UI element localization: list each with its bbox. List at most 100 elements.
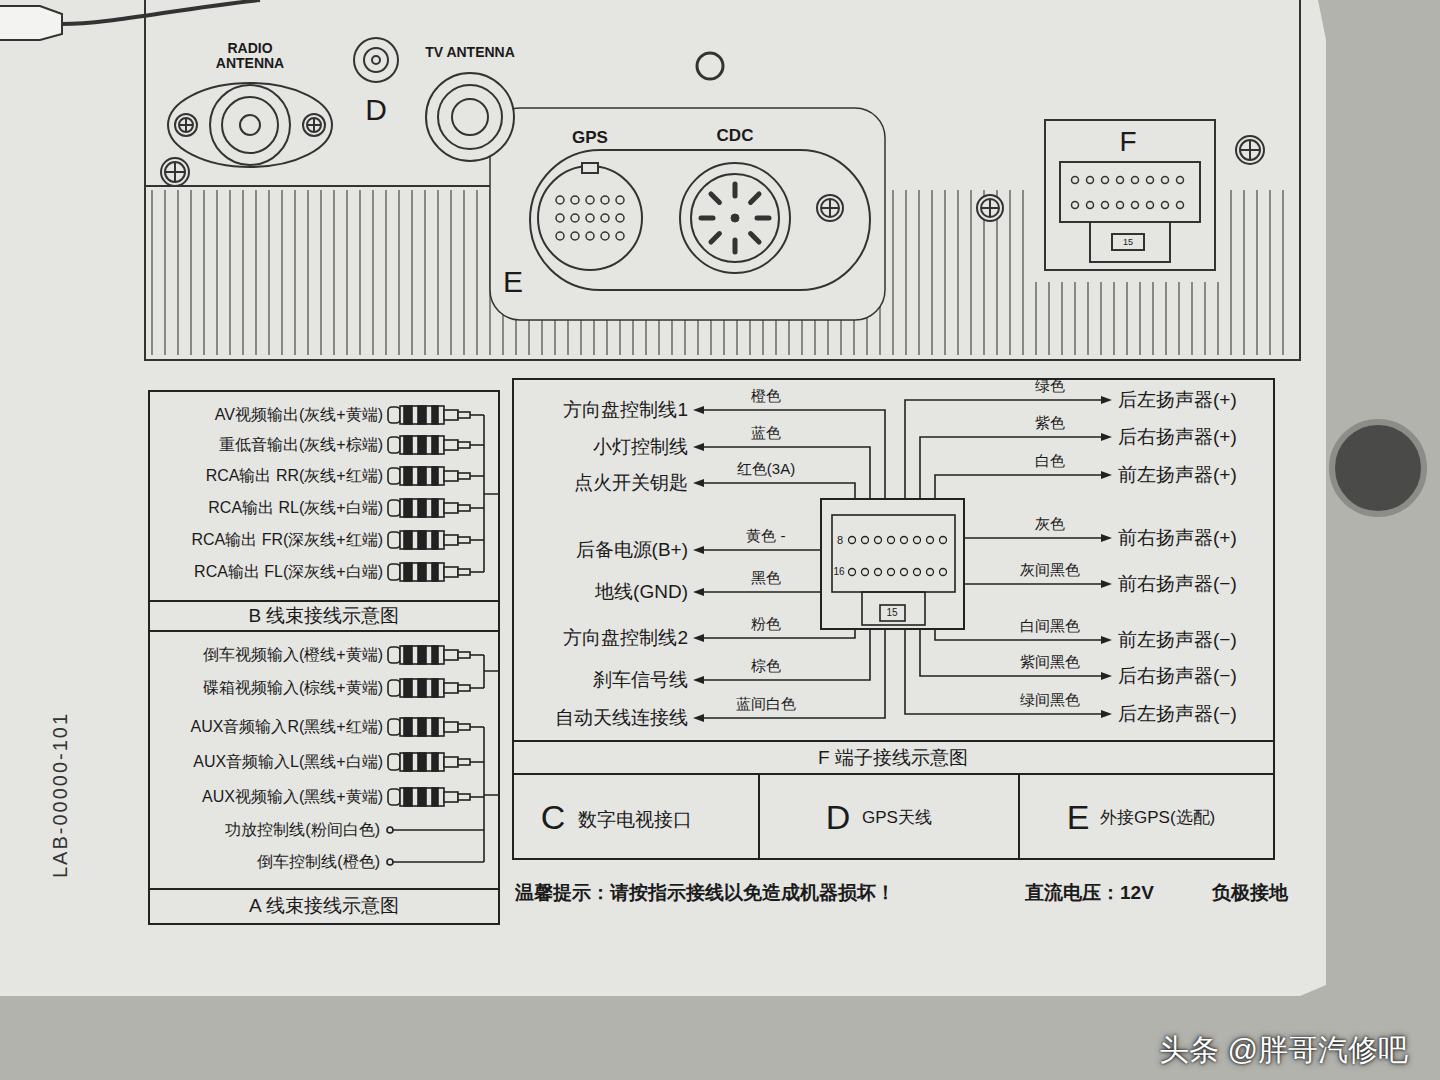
f-socket-pin xyxy=(1132,202,1139,209)
harness-panel: AV视频输出(灰线+黄端)重低音输出(灰线+棕端)RCA输出 RR(灰线+红端)… xyxy=(148,390,500,632)
fin xyxy=(437,190,438,355)
f-wire xyxy=(703,550,820,592)
panel-title: F 端子接线示意图 xyxy=(512,740,1275,775)
connector-pin xyxy=(927,569,934,576)
gps-cdc-sockets xyxy=(538,166,642,270)
plug-band xyxy=(418,788,426,806)
plug-neck xyxy=(444,567,458,577)
plug-band xyxy=(404,499,412,517)
harness-line: 倒车控制线(橙色) xyxy=(257,853,380,871)
plug-neck xyxy=(444,471,458,481)
terminal-panel: 方向盘控制线1橙色绿色后左扬声器(+)小灯控制线蓝色紫色后右扬声器(+)点火开关… xyxy=(512,378,1275,775)
screw xyxy=(303,114,325,136)
arrowhead xyxy=(693,546,704,554)
arrowhead xyxy=(1101,471,1112,479)
housing-outline xyxy=(145,0,1300,360)
wire-color: 紫色 xyxy=(1035,414,1065,431)
harness-bus xyxy=(387,827,393,833)
fin xyxy=(333,190,334,355)
signal-name: 后右扬声器(−) xyxy=(1118,665,1237,687)
tv-antenna-socket xyxy=(438,85,502,149)
cable-plug xyxy=(0,0,260,40)
plug-band xyxy=(404,436,412,454)
f-socket-pin xyxy=(1147,202,1154,209)
connector-pin xyxy=(849,537,856,544)
screw xyxy=(307,118,321,132)
gps-pin xyxy=(616,196,624,204)
harness-line: AUX视频输入(黑线+黄端) xyxy=(202,788,383,806)
fin xyxy=(1282,190,1283,355)
legend-cell: C数字电视接口 xyxy=(512,773,760,860)
fin xyxy=(398,190,399,355)
cdc-pin xyxy=(731,214,739,222)
arrowhead xyxy=(1101,672,1112,680)
fin xyxy=(463,190,464,355)
plug-body xyxy=(400,753,444,771)
gps-pin xyxy=(601,196,609,204)
plug-band xyxy=(418,718,426,736)
f-wire xyxy=(703,410,885,498)
screw-cross xyxy=(166,163,184,181)
screw-cross xyxy=(180,119,192,131)
arrowhead xyxy=(693,406,704,414)
signal-name: 方向盘控制线2 xyxy=(563,627,688,649)
harness-line: RCA输出 RL(灰线+白端) xyxy=(208,499,383,517)
harness-bus xyxy=(484,415,500,572)
fin xyxy=(385,190,386,355)
gps-pin xyxy=(586,214,594,222)
cdc-pin xyxy=(751,194,759,202)
signal-name: 后右扬声器(+) xyxy=(1118,426,1237,448)
plug-body xyxy=(400,679,444,697)
f-socket xyxy=(1090,222,1170,262)
harness-bus xyxy=(390,830,484,862)
fin xyxy=(1269,190,1270,355)
pin-number: 16 xyxy=(833,566,844,578)
screw xyxy=(175,114,197,136)
screw xyxy=(817,195,843,221)
cell-text: GPS天线 xyxy=(862,808,932,828)
plug-band xyxy=(418,467,426,485)
gps-pin xyxy=(586,232,594,240)
arrowhead xyxy=(693,479,704,487)
f-socket-pin xyxy=(1087,177,1094,184)
cable-plug xyxy=(0,6,62,40)
radio-antenna-socket xyxy=(168,83,332,167)
screw xyxy=(161,114,1264,221)
harness-line: 功放控制线(粉间白色) xyxy=(225,821,380,839)
screw-cross xyxy=(308,119,320,131)
connector-pin xyxy=(862,537,869,544)
cell-letter: E xyxy=(1067,798,1090,837)
fin xyxy=(1243,190,1244,355)
fin xyxy=(294,190,295,355)
plug-tip xyxy=(458,505,470,511)
connector-pin xyxy=(862,569,869,576)
plug-band xyxy=(404,718,412,736)
wire-color: 白间黑色 xyxy=(1020,617,1080,634)
legend-cell: D GPS天线 xyxy=(758,773,1020,860)
f-socket-pin xyxy=(1162,202,1169,209)
connector-pin xyxy=(888,537,895,544)
connector-pin xyxy=(914,569,921,576)
fin xyxy=(970,190,971,355)
plug-wire xyxy=(470,761,484,763)
arrowhead xyxy=(1101,396,1112,404)
cell-letter: D xyxy=(826,798,851,837)
panel-title-text: A 线束接线示意图 xyxy=(249,895,399,917)
plug-band xyxy=(432,788,438,806)
plug-cap xyxy=(388,789,400,805)
plug-band xyxy=(432,679,438,697)
panel-title-text: F 端子接线示意图 xyxy=(818,747,968,769)
metal-ground xyxy=(1332,422,1424,514)
plug-band xyxy=(418,436,426,454)
signal-name: 自动天线连接线 xyxy=(555,707,688,729)
plug-tip xyxy=(458,412,470,418)
plug-tip xyxy=(458,794,470,800)
legend-cell: E外接GPS(选配) xyxy=(1018,773,1275,860)
cable-plug xyxy=(62,0,260,24)
plug-body xyxy=(400,436,444,454)
plug-wire xyxy=(470,475,484,477)
fin xyxy=(476,190,477,355)
cdc-pin xyxy=(733,240,738,252)
